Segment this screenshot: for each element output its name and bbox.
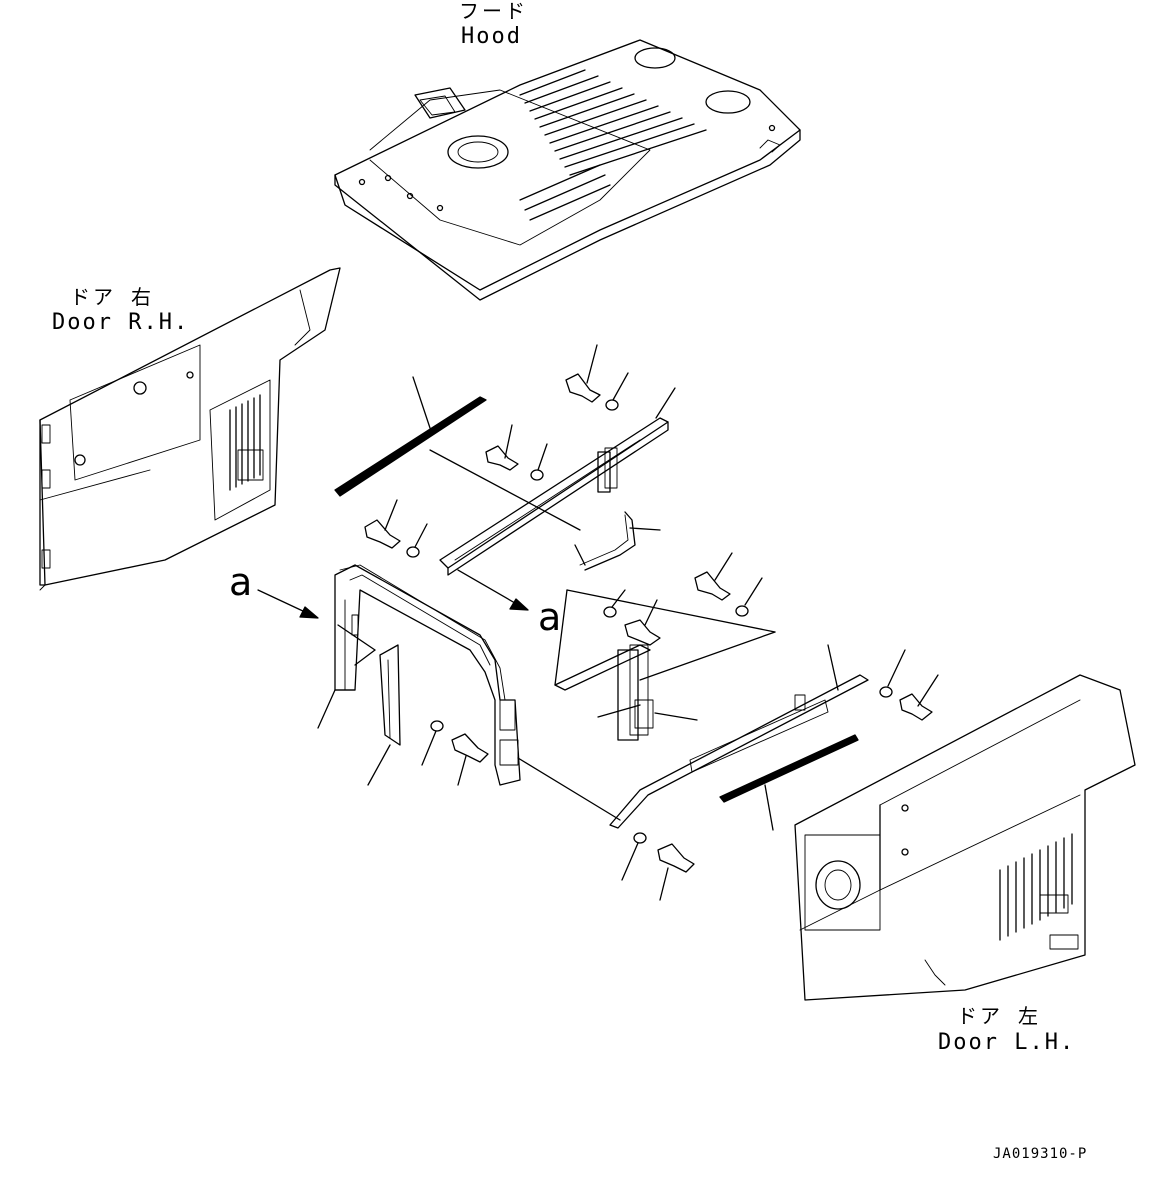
- ref-a-left: a: [229, 560, 253, 604]
- bolt-4: [694, 571, 731, 601]
- hood-label-jp: フード: [459, 0, 528, 23]
- bolt-8: [657, 843, 695, 873]
- bolt-2: [485, 445, 519, 471]
- bolt-3: [364, 519, 401, 549]
- bolt-1: [565, 373, 601, 403]
- hood-label-en: Hood: [461, 24, 522, 49]
- ref-arrow-left: [257, 589, 319, 619]
- hood-part: [334, 39, 801, 301]
- leader-lines: [317, 344, 939, 901]
- u-bracket: [574, 511, 636, 571]
- door-lh-label-en: Door L.H.: [938, 1030, 1076, 1055]
- ref-a-right: a: [538, 595, 562, 639]
- washers: [406, 399, 893, 844]
- upper-rail-bracket: [439, 417, 669, 576]
- seal-strip-upper: [334, 396, 487, 497]
- drawing-number: JA019310-P: [993, 1146, 1088, 1162]
- door-lh-label-jp: ドア 左: [957, 1004, 1042, 1028]
- main-frame: [334, 564, 521, 786]
- lower-rail: [609, 674, 869, 829]
- lower-right-bracket: [554, 644, 654, 741]
- ref-arrow-right: [457, 569, 529, 611]
- door-lh-part: [794, 674, 1136, 1001]
- side-plate: [379, 644, 401, 746]
- door-rh-label-jp: ドア 右: [70, 285, 155, 309]
- seal-strip-lower: [719, 734, 859, 803]
- bolt-5: [624, 619, 661, 646]
- door-rh-label-en: Door R.H.: [52, 310, 190, 335]
- bolt-6: [899, 693, 933, 721]
- door-rh-part: [39, 267, 341, 591]
- bolt-7: [451, 733, 489, 763]
